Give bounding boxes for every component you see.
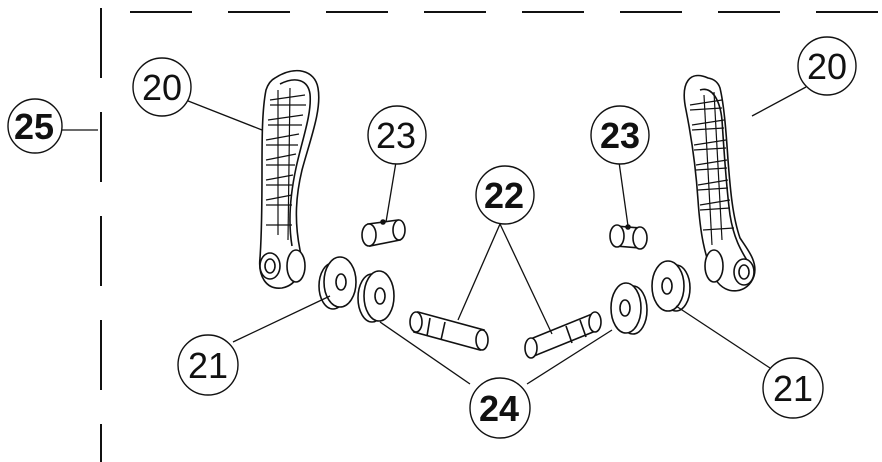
leader-21-left <box>232 295 331 343</box>
callout-21-left: 21 <box>177 334 239 396</box>
washer-24-right <box>610 282 648 335</box>
washer-24-left <box>357 270 395 323</box>
leader-20-right <box>751 86 807 117</box>
pin-left <box>409 311 489 351</box>
leader-22-left <box>457 223 501 321</box>
callout-label: 24 <box>479 388 519 429</box>
bushing-right <box>609 224 648 250</box>
leader-20-left <box>177 96 263 131</box>
callout-22: 22 <box>475 165 535 225</box>
leader-24-right <box>526 329 613 385</box>
callout-20-right: 20 <box>797 36 857 96</box>
callout-label: 23 <box>376 115 416 156</box>
callout-23-left: 23 <box>367 105 427 165</box>
dashed-boundary <box>100 8 882 462</box>
leader-23-left <box>385 161 397 223</box>
leader-23-right <box>618 161 629 227</box>
callout-label: 22 <box>484 175 524 216</box>
callout-20-left: 20 <box>132 57 192 117</box>
callout-23-right: 23 <box>590 105 650 165</box>
callout-25: 25 <box>7 98 63 154</box>
pin-right <box>524 311 602 359</box>
callout-label: 21 <box>773 368 813 409</box>
washer-21-right <box>651 260 691 312</box>
handle-right <box>683 74 756 292</box>
callout-label: 21 <box>188 345 228 386</box>
callout-label: 20 <box>142 67 182 108</box>
leader-24-left <box>379 321 471 385</box>
bushing-left <box>361 219 406 247</box>
washer-21-left <box>318 256 357 310</box>
leader-21-right <box>675 305 771 369</box>
leader-lines <box>61 86 807 385</box>
callout-21-right: 21 <box>762 357 824 419</box>
callout-24: 24 <box>469 377 531 439</box>
callout-label: 25 <box>14 106 54 147</box>
handle-left <box>258 69 320 289</box>
callout-label: 23 <box>600 115 640 156</box>
leader-22-right <box>499 223 553 335</box>
callout-label: 20 <box>807 46 847 87</box>
